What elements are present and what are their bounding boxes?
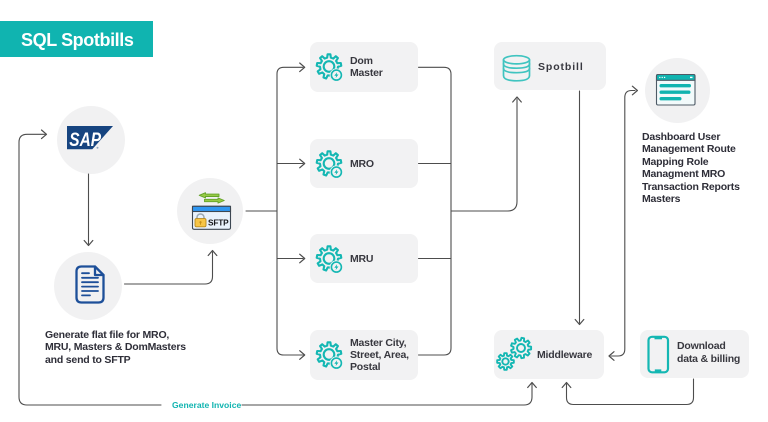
svg-text:SAP: SAP [69,130,101,151]
svg-text:SFTP: SFTP [208,218,229,228]
